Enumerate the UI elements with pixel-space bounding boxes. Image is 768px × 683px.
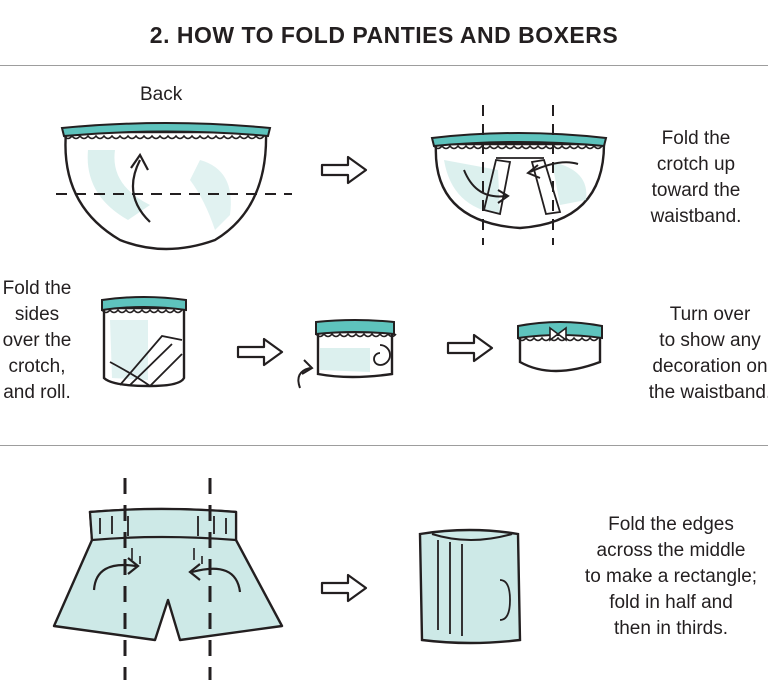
curved-arrow-icon bbox=[131, 159, 151, 223]
curved-arrow-icon bbox=[297, 367, 311, 389]
curved-arrow-icon bbox=[92, 563, 137, 591]
page-title: 2. HOW TO FOLD PANTIES AND BOXERS bbox=[149, 22, 619, 48]
divider-middle bbox=[0, 445, 768, 446]
panties-crotch-up-illustration bbox=[430, 105, 608, 245]
step-crotch-up-text: Fold the crotch up toward the waistband. bbox=[650, 128, 742, 227]
panties-sides-folded-illustration bbox=[101, 296, 187, 388]
divider-top bbox=[0, 65, 768, 66]
boxers-step-text: Fold the edges across the middle to make… bbox=[584, 514, 758, 639]
right-arrow-icon bbox=[236, 337, 284, 367]
curved-arrow-icon bbox=[529, 161, 579, 173]
right-arrow-icon bbox=[320, 573, 368, 603]
step-turn-over-text: Turn over to show any decoration on the … bbox=[648, 304, 768, 403]
step-fold-sides-text: Fold the sides over the crotch, and roll… bbox=[2, 278, 72, 403]
right-arrow-icon bbox=[320, 155, 368, 185]
back-label: Back bbox=[140, 84, 183, 105]
boxers-rectangle-illustration bbox=[418, 528, 522, 645]
panties-rolling-illustration bbox=[297, 319, 397, 389]
panties-turned-over-illustration bbox=[517, 321, 603, 373]
curved-arrow-icon bbox=[463, 169, 507, 198]
curved-arrow-icon bbox=[191, 567, 242, 593]
right-arrow-icon bbox=[446, 333, 494, 363]
panties-back-illustration bbox=[56, 122, 292, 251]
boxers-flat-illustration bbox=[52, 478, 284, 680]
